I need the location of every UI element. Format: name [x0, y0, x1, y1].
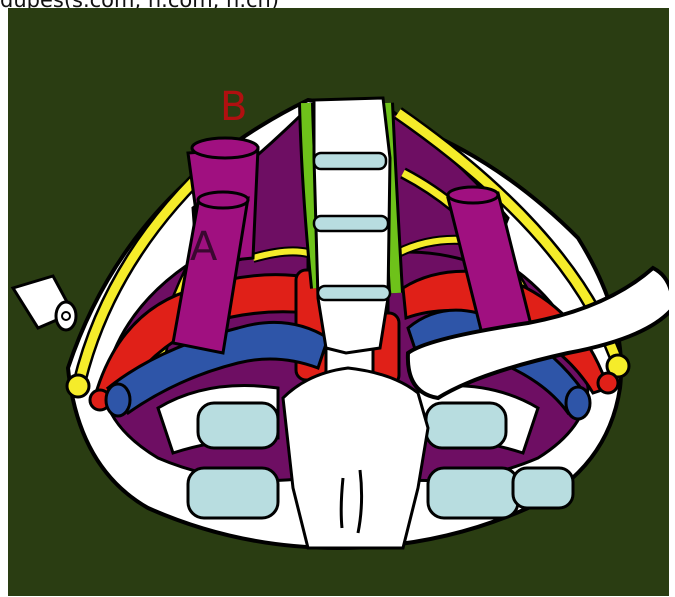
- muscle-cylinder-b-top: [192, 138, 258, 158]
- muscle-cylinder-a-top: [198, 192, 248, 208]
- anatomy-illustration: B A: [8, 8, 669, 596]
- sternum-groove-1: [341, 478, 343, 528]
- label-b: B: [220, 84, 247, 130]
- vein-end-left: [106, 384, 130, 416]
- cartilage-left-1: [188, 468, 278, 518]
- cartilage-right-2: [426, 403, 506, 448]
- sternum: [283, 368, 428, 548]
- intervertebral-disc-3: [318, 286, 390, 300]
- intervertebral-disc-1: [314, 153, 386, 169]
- label-a: A: [190, 224, 218, 270]
- artery-end-right: [598, 373, 618, 393]
- bone-fragment-left-hole: [62, 312, 70, 320]
- cartilage-left-2: [198, 403, 278, 448]
- cartilage-right-3: [513, 468, 573, 508]
- nerve-end-left: [67, 375, 89, 397]
- vein-end-right: [566, 387, 590, 419]
- muscle-cylinder-right-top: [448, 187, 498, 203]
- cartilage-right-1: [428, 468, 518, 518]
- intervertebral-disc-2: [314, 216, 388, 231]
